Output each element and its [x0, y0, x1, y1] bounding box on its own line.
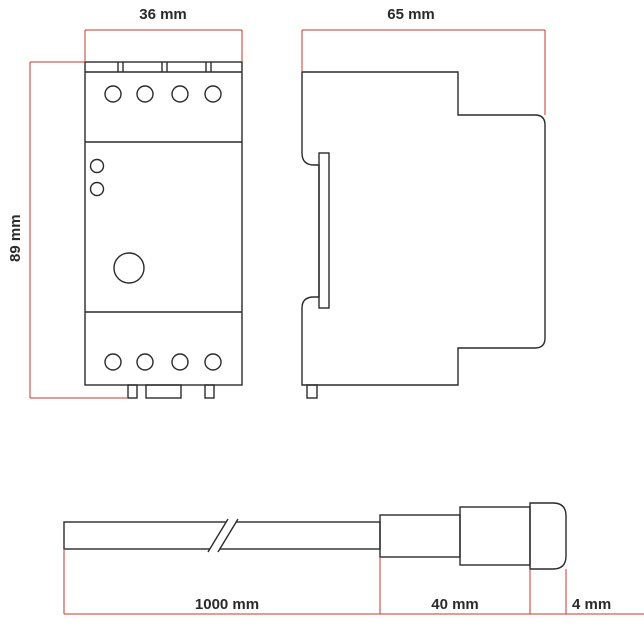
- side-view: [301, 71, 546, 399]
- height-label: 89 mm: [7, 214, 24, 262]
- terminal-screw: [136, 85, 154, 103]
- bottom-tabs: [127, 384, 215, 399]
- dim-sensor-lengths: [63, 549, 644, 615]
- top-terminal-notches: [117, 62, 212, 72]
- dim-front-width: [84, 29, 243, 62]
- terminal-screw: [104, 85, 122, 103]
- status-led-2: [89, 181, 105, 197]
- terminal-screw: [204, 353, 222, 371]
- sensor-cap-label: 4 mm: [572, 596, 612, 613]
- terminal-screw: [171, 353, 189, 371]
- front-housing: [84, 61, 243, 386]
- adjustment-knob: [113, 252, 145, 284]
- side-bottom-pin: [306, 384, 318, 399]
- terminal-screw: [204, 85, 222, 103]
- dim-height: [29, 61, 128, 399]
- temperature-sensor: [63, 502, 567, 570]
- front-width-label: 36 mm: [139, 6, 187, 23]
- terminal-screw: [136, 353, 154, 371]
- sensor-body: [379, 514, 461, 558]
- bottom-terminal-screws: [104, 353, 222, 371]
- terminal-screw: [171, 85, 189, 103]
- terminal-screw: [104, 353, 122, 371]
- sensor-length-label: 40 mm: [431, 596, 479, 613]
- top-terminal-screws: [104, 85, 222, 103]
- side-rail-slot: [318, 152, 330, 309]
- sensor-cap: [529, 502, 567, 570]
- front-view: [84, 61, 243, 399]
- side-profile-outline: [301, 71, 546, 386]
- status-led-1: [89, 158, 105, 174]
- cable-break-symbol: [207, 518, 239, 553]
- cable-length-label: 1000 mm: [194, 596, 260, 613]
- dim-side-depth: [301, 29, 546, 115]
- sensor-sleeve: [459, 506, 531, 566]
- side-depth-label: 65 mm: [387, 6, 435, 23]
